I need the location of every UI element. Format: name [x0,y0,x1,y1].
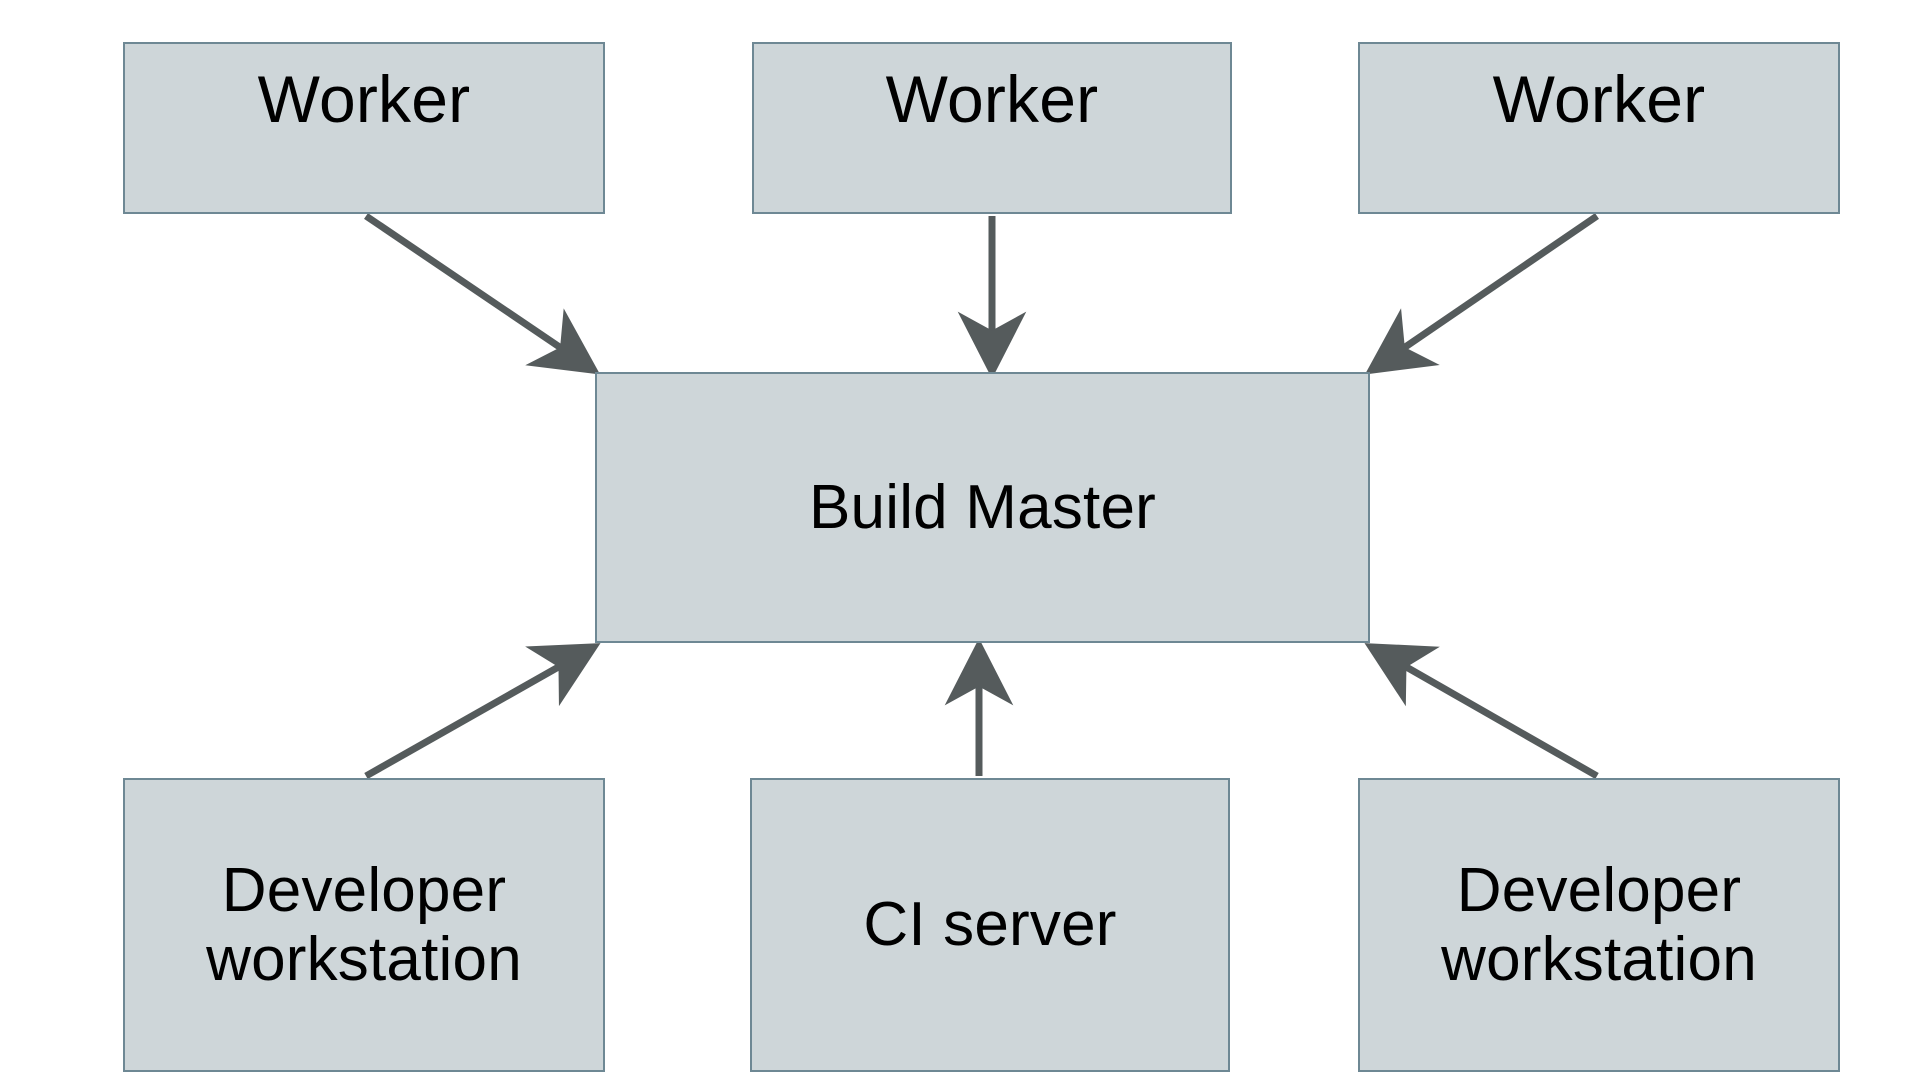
node-worker-3-label: Worker [1492,62,1706,137]
node-developer-workstation-right-label: Developer workstation [1441,855,1757,994]
node-developer-workstation-left[interactable]: Developer workstation [123,778,605,1072]
edge-dev-left-to-build-master [364,643,601,780]
node-worker-2-label: Worker [885,62,1099,137]
node-worker-1-label: Worker [257,62,471,137]
node-ci-server-label: CI server [863,890,1117,960]
node-build-master[interactable]: Build Master [595,372,1370,643]
node-developer-workstation-left-label: Developer workstation [206,855,522,994]
node-developer-workstation-right[interactable]: Developer workstation [1358,778,1840,1072]
node-ci-server[interactable]: CI server [750,778,1230,1072]
node-build-master-label: Build Master [809,472,1156,542]
node-worker-2[interactable]: Worker [752,42,1232,214]
edge-worker-3-to-build-master [1364,213,1599,375]
node-worker-3[interactable]: Worker [1358,42,1840,214]
node-worker-1[interactable]: Worker [123,42,605,214]
edge-worker-1-to-build-master [364,213,601,375]
edge-dev-right-to-build-master [1364,643,1599,780]
